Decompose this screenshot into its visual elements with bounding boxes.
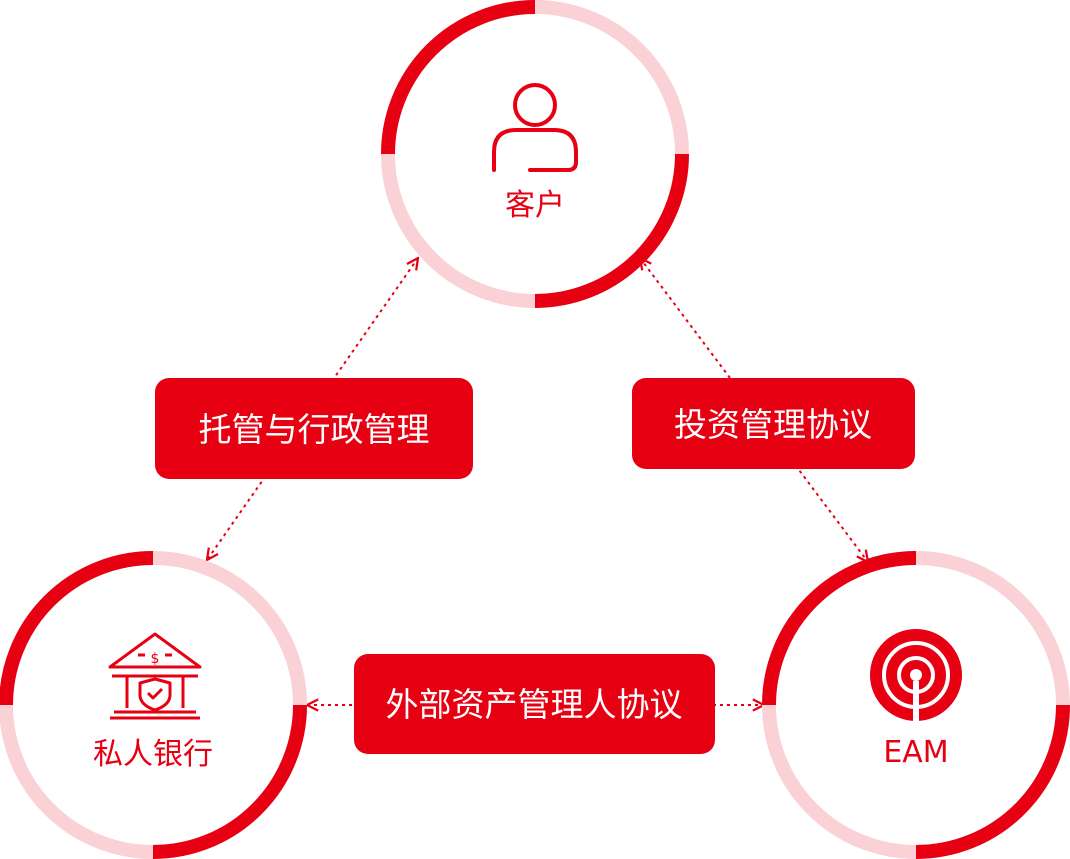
relation-external-asset-mgmt: 外部资产管理人协议 [354, 654, 715, 754]
bank-icon: $ [108, 632, 202, 720]
relation-investment-mgmt: 投资管理协议 [632, 378, 915, 469]
node-private-bank: $ 私人银行 [0, 551, 307, 859]
node-private-bank-label: 私人银行 [93, 737, 213, 772]
connectors [207, 258, 868, 705]
user-icon [492, 83, 578, 172]
node-client-label: 客户 [505, 188, 565, 223]
svg-text:$: $ [151, 651, 160, 667]
relation-custody-admin: 托管与行政管理 [155, 378, 473, 479]
relation-external-asset-mgmt-label: 外部资产管理人协议 [386, 685, 683, 724]
relation-investment-mgmt-label: 投资管理协议 [674, 405, 872, 444]
target-icon [870, 629, 962, 721]
node-eam-label: EAM [883, 735, 948, 770]
node-eam: EAM [762, 551, 1070, 859]
relation-custody-admin-label: 托管与行政管理 [199, 410, 430, 449]
node-client: 客户 [381, 0, 689, 308]
